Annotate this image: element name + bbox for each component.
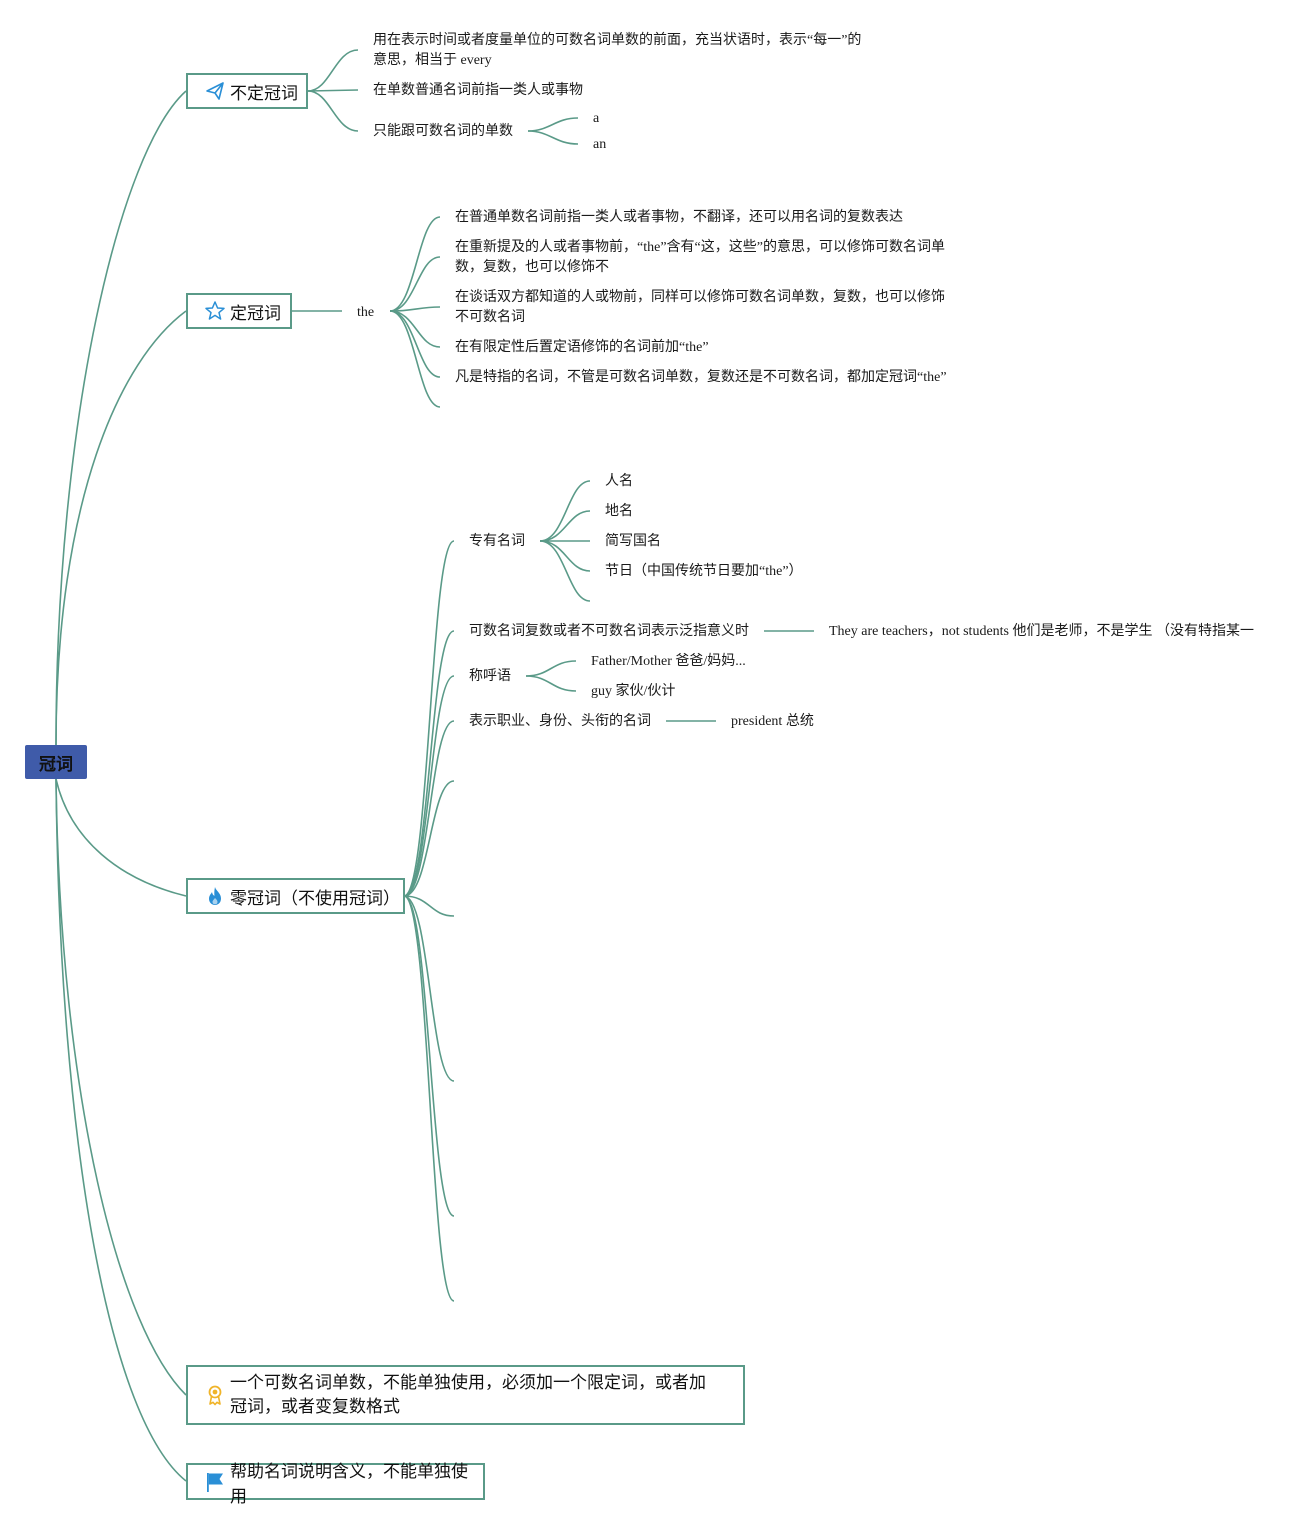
indefinite-article-node[interactable]: 不定冠词 — [186, 73, 308, 109]
definite-article-node[interactable]: 定冠词 — [186, 293, 292, 329]
flag-icon — [204, 1471, 226, 1493]
address-term-item-1: Father/Mother 爸爸/妈妈... — [591, 654, 746, 669]
link-root-note2 — [55, 778, 187, 1482]
title-noun-label: 表示职业、身份、头衔的名词 — [469, 714, 651, 729]
link-zero-9 — [403, 895, 455, 1302]
link-proper-1 — [539, 480, 591, 542]
zero-article-node[interactable]: 零冠词（不使用冠词） — [186, 878, 405, 914]
link-root-indefinite — [55, 90, 187, 746]
note-helper-node[interactable]: 帮助名词说明含义，不能单独使用 — [186, 1462, 485, 1507]
proper-noun-item-2: 地名 — [605, 504, 633, 519]
title-noun-example: president 总统 — [731, 714, 814, 729]
link-proper-2 — [539, 510, 591, 542]
link-root-definite — [55, 310, 187, 746]
indefinite-article-label: 不定冠词 — [230, 83, 298, 104]
link-root-zero — [55, 778, 187, 897]
zero-article-label: 零冠词（不使用冠词） — [230, 888, 400, 909]
indefinite-sub-an: an — [593, 137, 607, 152]
address-term-item-2: guy 家伙/伙计 — [591, 684, 676, 699]
indefinite-item-3: 只能跟可数名词的单数 — [373, 124, 513, 139]
indefinite-item-2: 在单数普通名词前指一类人或事物 — [373, 83, 583, 98]
note-countable-node[interactable]: 一个可数名词单数，不能单独使用，必须加一个限定词，或者加冠词，或者变复数格式 — [186, 1365, 745, 1425]
proper-noun-item-3: 简写国名 — [605, 534, 661, 549]
link-root-note1 — [55, 778, 187, 1396]
link-indef-an — [527, 130, 579, 145]
definite-the: the — [357, 305, 375, 320]
indefinite-item-1: 用在表示时间或者度量单位的可数名词单数的前面，充当状语时，表示“每一”的意思，相… — [373, 33, 862, 68]
link-indef-2 — [307, 89, 359, 92]
link-proper-4 — [539, 540, 591, 572]
link-zero-2 — [403, 630, 455, 897]
award-ribbon-icon — [204, 1384, 226, 1406]
proper-noun-item-1: 人名 — [605, 474, 633, 489]
note-helper-label: 帮助名词说明含义，不能单独使用 — [230, 1461, 468, 1507]
link-the-5 — [389, 310, 441, 378]
root-node[interactable]: 冠词 — [25, 745, 87, 779]
definite-item-2: 在重新提及的人或者事物前，“the”含有“这，这些”的意思，可以修饰可数名词单数… — [455, 240, 945, 275]
link-the-2 — [389, 256, 441, 312]
link-indef-a — [527, 117, 579, 132]
link-zero-3 — [403, 675, 455, 897]
paper-plane-icon — [204, 80, 226, 102]
link-address-2 — [525, 675, 577, 692]
star-icon — [204, 300, 226, 322]
link-proper-5 — [539, 540, 591, 602]
definite-item-3: 在谈话双方都知道的人或物前，同样可以修饰可数名词单数，复数，也可以修饰不可数名词 — [455, 290, 945, 325]
indefinite-sub-a: a — [593, 111, 600, 126]
proper-noun-label: 专有名词 — [469, 534, 525, 549]
fire-icon — [204, 885, 226, 907]
link-address-1 — [525, 660, 577, 677]
link-zero-4 — [403, 720, 455, 897]
link-the-1 — [389, 216, 441, 312]
generic-plural-label: 可数名词复数或者不可数名词表示泛指意义时 — [469, 624, 749, 639]
generic-plural-example: They are teachers，not students 他们是老师，不是学… — [829, 624, 1254, 639]
link-zero-6 — [403, 895, 455, 917]
definite-item-4: 在有限定性后置定语修饰的名词前加“the” — [455, 340, 709, 355]
link-zero-7 — [403, 895, 455, 1082]
link-indef-3 — [307, 90, 359, 132]
link-the-6 — [389, 310, 441, 408]
definite-item-5: 凡是特指的名词，不管是可数名词单数，复数还是不可数名词，都加定冠词“the” — [455, 370, 947, 385]
note-countable-label: 一个可数名词单数，不能单独使用，必须加一个限定词，或者加冠词，或者变复数格式 — [230, 1373, 706, 1417]
address-term-label: 称呼语 — [469, 669, 511, 684]
definite-article-label: 定冠词 — [230, 303, 281, 324]
definite-item-1: 在普通单数名词前指一类人或者事物，不翻译，还可以用名词的复数表达 — [455, 210, 903, 225]
link-zero-8 — [403, 895, 455, 1217]
proper-noun-item-4: 节日（中国传统节日要加“the”） — [605, 564, 803, 579]
link-indef-1 — [307, 49, 359, 92]
root-label: 冠词 — [39, 754, 73, 775]
link-zero-5 — [403, 780, 455, 897]
link-zero-1 — [403, 540, 455, 897]
